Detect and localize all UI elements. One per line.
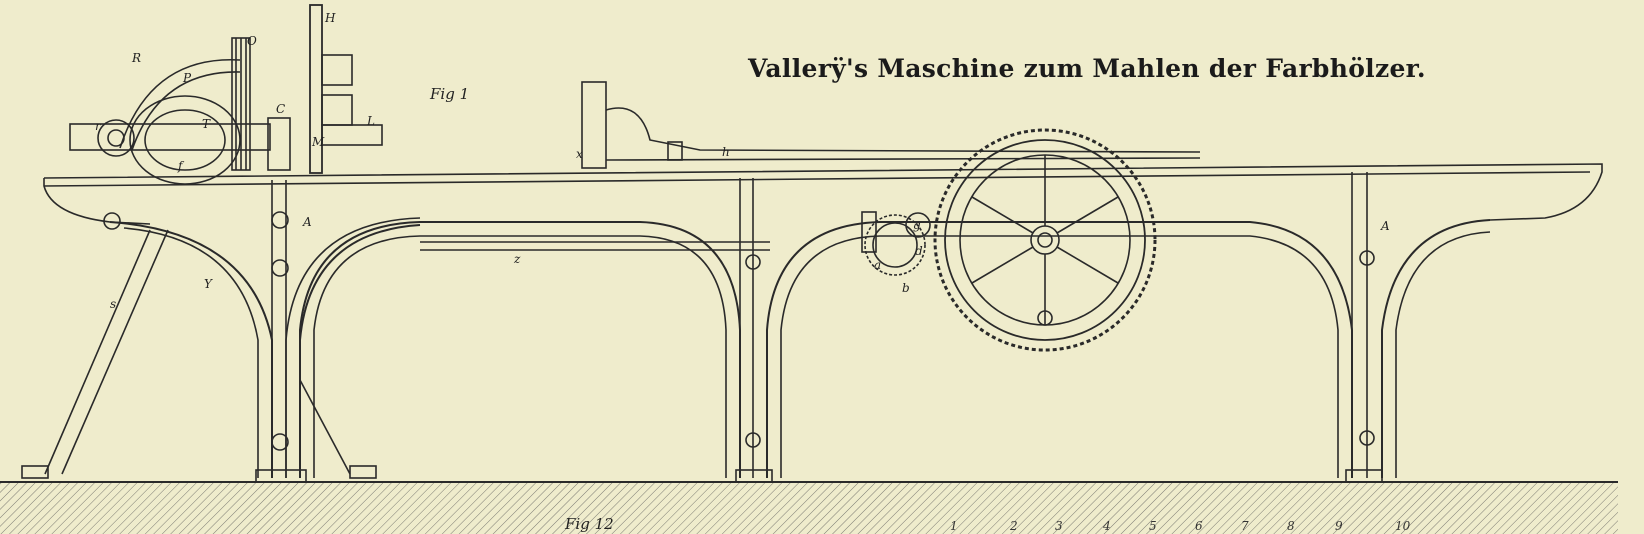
spur-gear-wheel xyxy=(933,128,1157,352)
scale-mark: 1 xyxy=(950,519,958,533)
scale-mark: 10 xyxy=(1395,519,1411,533)
ground-hatching xyxy=(0,482,1618,534)
label-r-lower: r xyxy=(95,119,101,133)
bolt xyxy=(271,259,289,277)
scale-mark: 7 xyxy=(1241,519,1249,533)
label-t: T xyxy=(202,117,211,131)
figure-12-caption: Fig 12 xyxy=(565,515,614,533)
pinion xyxy=(861,211,931,276)
label-y: Y xyxy=(204,277,212,291)
scale-mark: 6 xyxy=(1195,519,1203,533)
figure-1-caption: Fig 1 xyxy=(430,85,470,103)
leg-left xyxy=(109,180,421,483)
scale-mark: 5 xyxy=(1149,519,1157,533)
hopper-bracket xyxy=(581,81,1201,169)
leg-right xyxy=(1381,219,1491,478)
bolt xyxy=(271,433,289,451)
label-g: g xyxy=(913,218,921,232)
bolt xyxy=(271,211,289,229)
arch-1 xyxy=(299,178,773,483)
bolt xyxy=(103,212,121,230)
label-f: f xyxy=(178,159,183,173)
label-z: z xyxy=(514,252,521,266)
scale-mark: 2 xyxy=(1010,519,1018,533)
label-h: H xyxy=(325,11,336,25)
label-p: P xyxy=(183,71,192,85)
label-h-bar: h xyxy=(722,145,730,159)
label-a-right: A xyxy=(1381,219,1390,233)
label-l: L xyxy=(367,114,375,128)
arch-2 xyxy=(766,172,1383,483)
label-o: O xyxy=(247,34,257,48)
label-b: b xyxy=(902,281,910,295)
label-c: C xyxy=(276,102,286,116)
bench-top xyxy=(43,163,1603,225)
label-s: s xyxy=(110,297,117,311)
scale-mark: 9 xyxy=(1335,519,1343,533)
label-a-left: A xyxy=(303,215,312,229)
label-a-pinion: a xyxy=(874,258,882,272)
label-r-upper: R xyxy=(132,51,142,65)
bevel-gear-assembly xyxy=(69,4,383,185)
label-m: M xyxy=(312,135,325,149)
scale-mark: 8 xyxy=(1287,519,1295,533)
scale-mark: 3 xyxy=(1055,519,1063,533)
plate-title: Vallerÿ's Maschine zum Mahlen der Farbhö… xyxy=(748,54,1426,83)
scale-mark: 4 xyxy=(1103,519,1111,533)
label-d: d xyxy=(915,244,923,258)
label-x: x xyxy=(576,147,583,161)
stays xyxy=(21,229,770,479)
